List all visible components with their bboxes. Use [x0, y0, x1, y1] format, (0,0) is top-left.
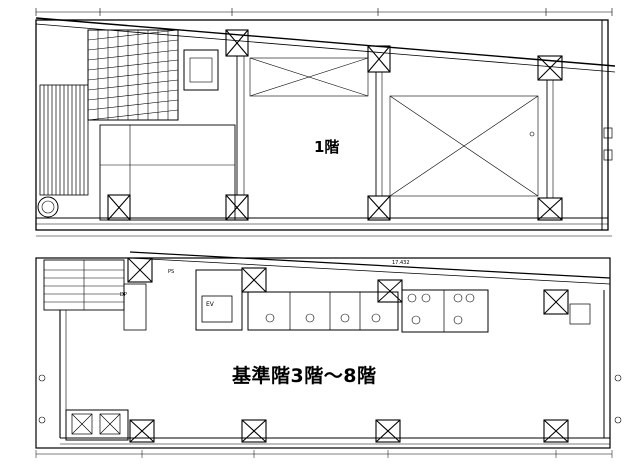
floor-1-plan — [35, 8, 616, 237]
floor-1-label: 1階 — [314, 138, 340, 156]
typical-floor-label: 基準階3階～8階 — [232, 365, 377, 387]
ps-label: PS — [168, 269, 174, 275]
level-label: 17.432 — [392, 260, 410, 266]
dp-label: DP — [120, 292, 127, 298]
ev-label: EV — [206, 301, 215, 308]
typical-floor-plan — [35, 251, 622, 458]
